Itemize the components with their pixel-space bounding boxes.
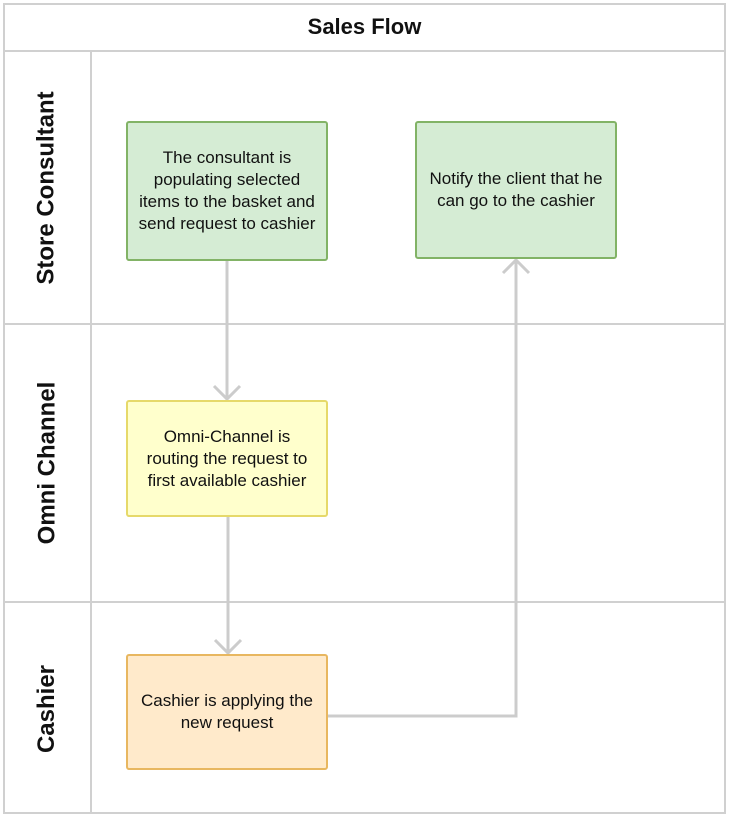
arrowhead-omni-to-cashier <box>213 638 243 656</box>
lane-header-column <box>3 52 92 814</box>
swimlane-frame <box>3 3 726 814</box>
node-notify-client[interactable]: Notify the client that he can go to the … <box>415 121 617 259</box>
connector-cashier-to-notify <box>327 260 518 718</box>
diagram-title-bar: Sales Flow <box>3 3 726 52</box>
lane-divider <box>3 323 726 325</box>
node-cashier-apply[interactable]: Cashier is applying the new request <box>126 654 328 770</box>
diagram-title: Sales Flow <box>307 13 422 39</box>
arrowhead-consultant-to-omni <box>212 384 242 402</box>
node-omni-routing[interactable]: Omni-Channel is routing the request to f… <box>126 400 328 517</box>
arrowhead-cashier-to-notify <box>501 257 531 275</box>
lane-divider <box>3 601 726 603</box>
node-consultant-populate[interactable]: The consultant is populating selected it… <box>126 121 328 261</box>
